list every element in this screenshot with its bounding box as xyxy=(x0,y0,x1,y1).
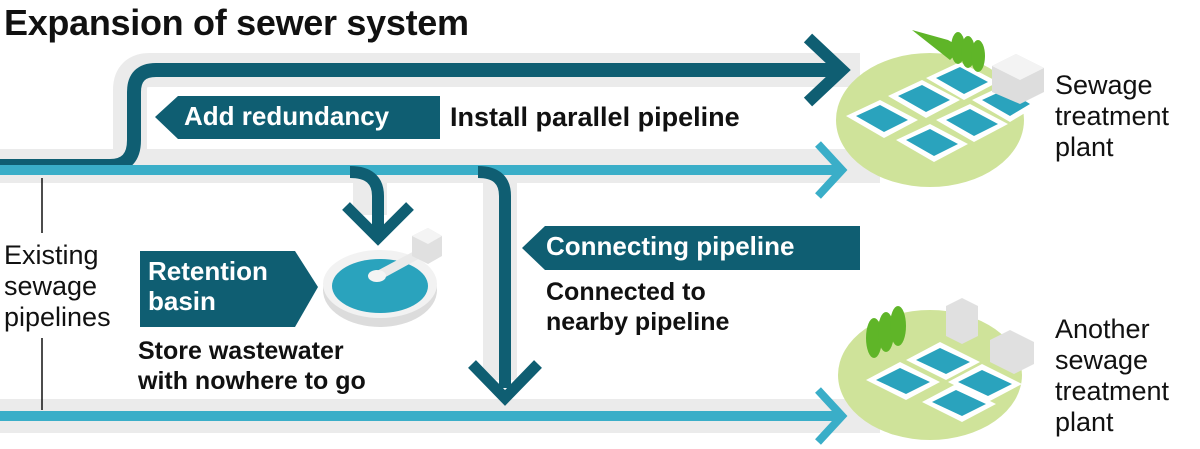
label-line: treatment xyxy=(1055,101,1170,131)
label-line: sewage xyxy=(1055,345,1149,375)
connecting-description: Connected to nearby pipeline xyxy=(546,277,729,337)
existing-pipeline-bottom-arrowhead xyxy=(815,387,848,445)
label-line: nearby pipeline xyxy=(546,308,730,336)
label-line: plant xyxy=(1055,407,1114,437)
tag-line: Retention xyxy=(148,256,268,286)
connecting-branch-pipe xyxy=(477,166,511,388)
label-line: Existing xyxy=(4,240,99,270)
redundancy-tag-shape xyxy=(155,96,440,139)
redundancy-description: Install parallel pipeline xyxy=(450,102,740,132)
retention-description: Store wastewater with nowhere to go xyxy=(138,336,366,396)
page-title: Expansion of sewer system xyxy=(4,2,469,43)
connecting-tag-shape xyxy=(522,226,860,270)
parallel-pipeline xyxy=(0,63,842,173)
label-line: with nowhere to go xyxy=(138,367,366,395)
parallel-pipeline-arrowhead xyxy=(803,33,851,107)
redundancy-tag: Add redundancy xyxy=(184,101,390,131)
tag-line: basin xyxy=(148,286,216,316)
connecting-tag: Connecting pipeline xyxy=(546,231,795,261)
label-line: Connected to xyxy=(546,278,706,306)
retention-tag: Retention basin xyxy=(148,256,268,316)
existing-pipeline-top-arrowhead xyxy=(815,141,848,199)
retention-basin-icon xyxy=(323,228,442,327)
label-line: sewage xyxy=(4,271,98,301)
retention-branch-pipe xyxy=(349,166,384,240)
connecting-branch-arrowhead xyxy=(468,360,542,406)
plant-main-label: Sewage treatment plant xyxy=(1055,70,1169,163)
existing-pipelines-label: Existing sewage pipelines xyxy=(4,240,111,333)
label-line: pipelines xyxy=(4,302,111,332)
retention-tag-shape xyxy=(140,251,318,327)
other-treatment-plant-icon xyxy=(838,298,1034,440)
plant-other-label: Another sewage treatment plant xyxy=(1055,314,1169,438)
retention-branch-arrowhead xyxy=(342,202,414,246)
label-line: Store wastewater xyxy=(138,337,344,365)
label-line: Sewage xyxy=(1055,70,1153,100)
label-line: plant xyxy=(1055,132,1114,162)
sewage-treatment-plant-icon xyxy=(836,30,1044,187)
label-line: treatment xyxy=(1055,376,1170,406)
label-line: Another xyxy=(1055,314,1150,344)
